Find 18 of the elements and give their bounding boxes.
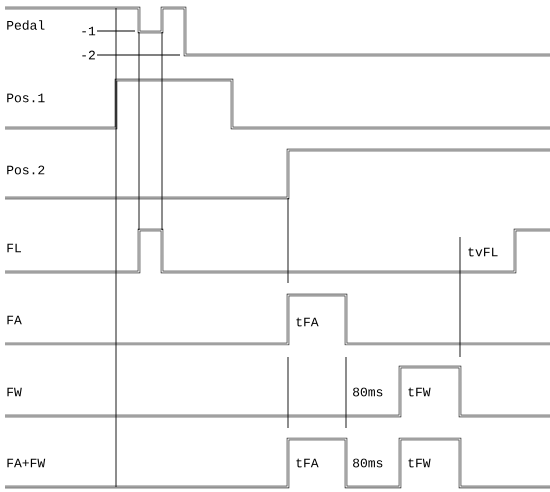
signal-label: FL [7,244,21,252]
time-label: 80ms [353,458,382,468]
time-label: tFA [296,318,319,326]
leader-line [96,54,180,56]
signal-label: FA [7,316,22,324]
time-label: tFW [408,388,431,396]
time-label: tFA [296,458,319,468]
signal-label: -2 [82,50,95,60]
time-label: tvFL [468,248,498,256]
signal-label: Pos.2 [7,166,44,174]
signal-label: FA+FW [7,458,46,468]
time-label: tFW [408,458,431,468]
signal-label: Pos.1 [7,94,45,102]
leader-line [96,30,136,32]
signal-label: -1 [82,26,96,36]
time-label: 80ms [353,388,382,396]
signal-label: FW [7,388,22,396]
signal-label: Pedal [7,20,44,30]
